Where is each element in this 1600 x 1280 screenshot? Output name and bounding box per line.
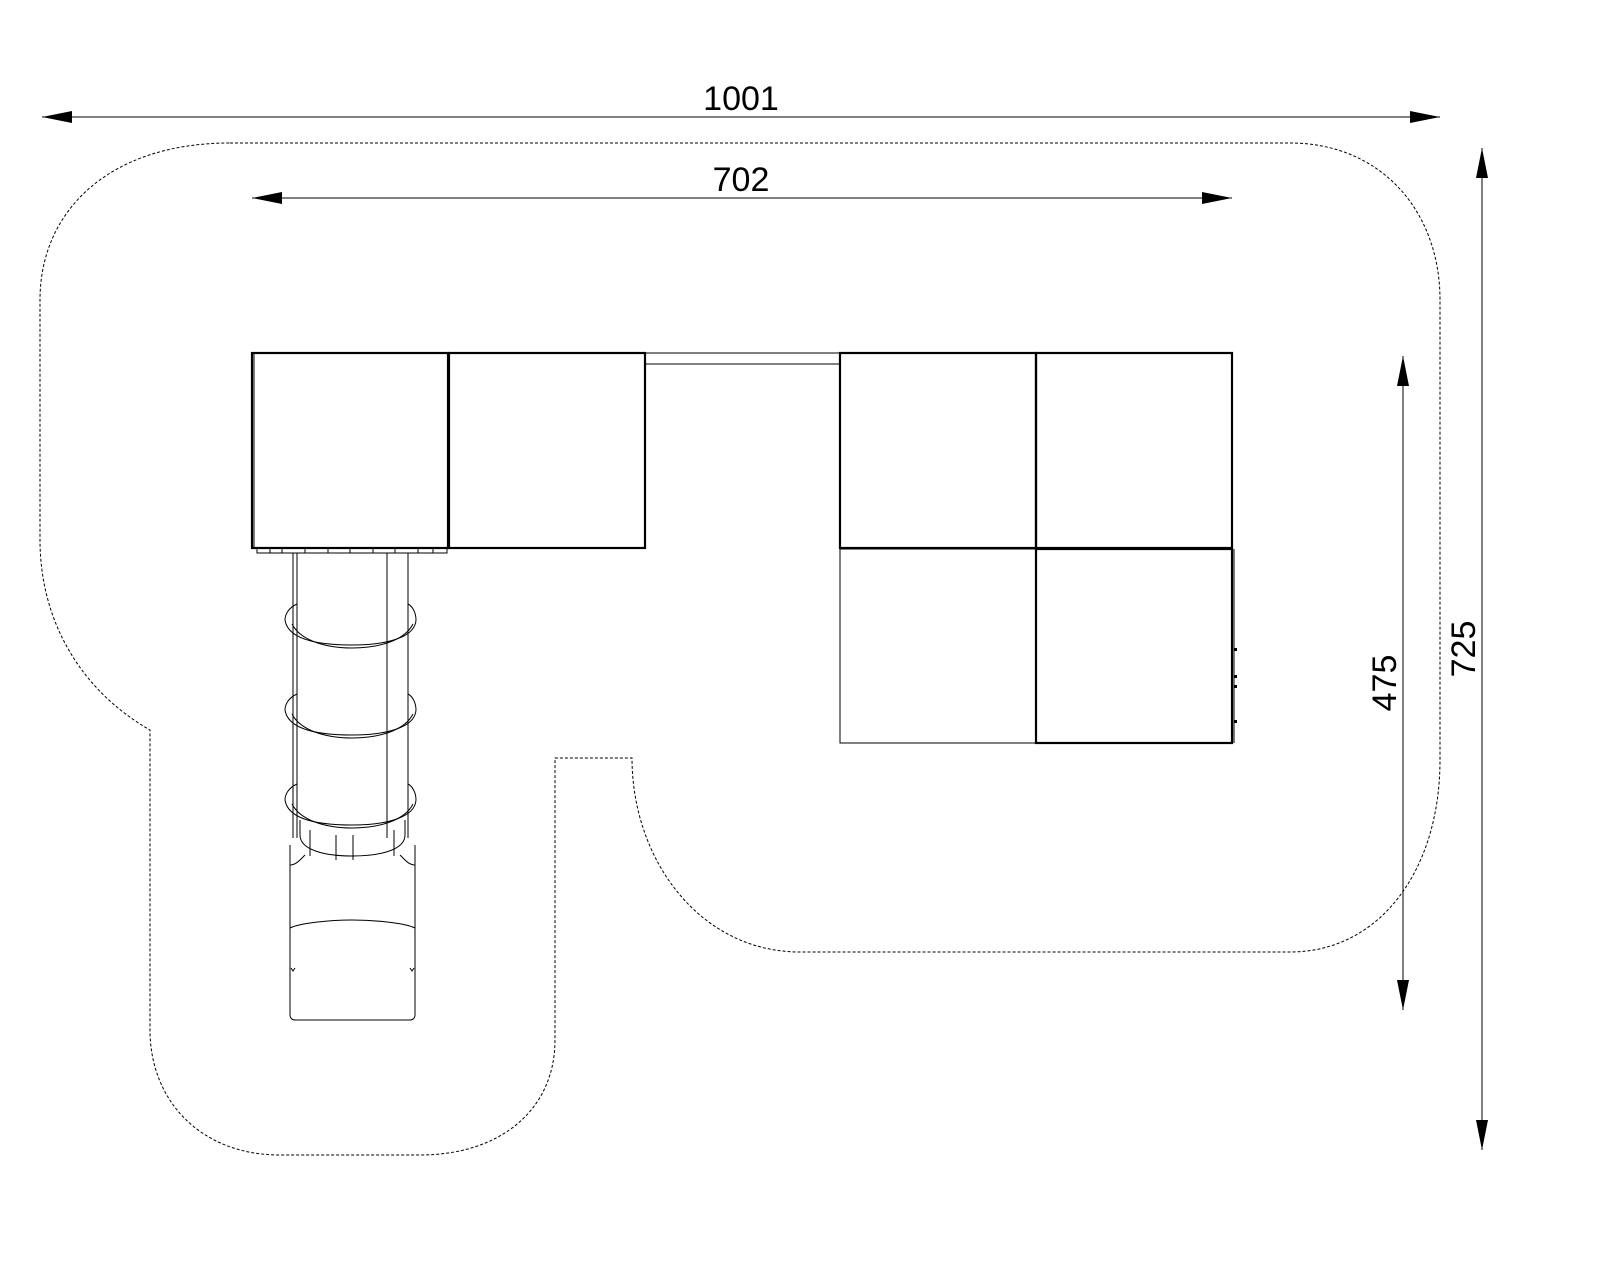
bridge	[644, 352, 841, 365]
dimension-platform-depth: 475	[1366, 356, 1409, 1010]
tube-ring	[284, 693, 417, 739]
tube-ring	[284, 783, 417, 829]
dimension-overall-width: 1001	[42, 80, 1440, 123]
platform-tower-6	[1034, 547, 1234, 745]
dimension-label: 702	[713, 161, 770, 199]
platform-tower-2	[447, 351, 647, 550]
side-panel-fittings	[1234, 648, 1237, 723]
platform-edge-fittings	[256, 547, 448, 554]
dimension-label: 475	[1366, 655, 1404, 712]
dimension-platform-width: 702	[252, 161, 1232, 204]
dimension-label: 725	[1445, 621, 1483, 678]
platform-tower-3	[838, 351, 1038, 550]
platform-tower-1	[250, 351, 450, 550]
platform-tower-4	[1034, 351, 1234, 550]
platform-tower-5	[839, 548, 1037, 744]
tube-ring	[284, 603, 417, 649]
dimension-overall-depth: 725	[1445, 148, 1488, 1150]
tube-slide	[284, 553, 417, 1021]
safety-zone-outline	[39, 142, 1441, 1156]
dimension-label: 1001	[703, 80, 779, 118]
